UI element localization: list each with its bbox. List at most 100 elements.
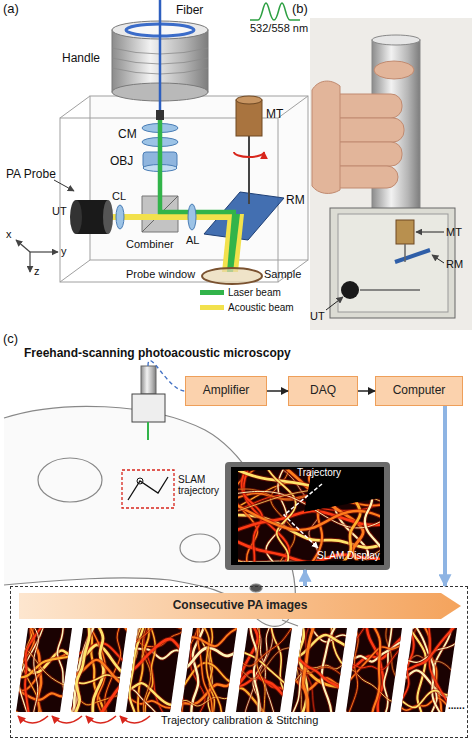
- vessel-glow: [74, 623, 95, 730]
- part-label: RM: [446, 258, 463, 270]
- vessel: [372, 623, 381, 730]
- leader-line: [432, 255, 444, 263]
- vessel: [121, 639, 192, 671]
- vessel-glow: [176, 624, 247, 646]
- laser-beam: [160, 120, 236, 212]
- axis-label: x: [6, 228, 12, 240]
- probe-body-photo: [330, 208, 455, 318]
- vessel-glow: [57, 623, 73, 730]
- vessel: [129, 623, 144, 730]
- leader-line: [326, 232, 444, 310]
- vessel-glow: [121, 639, 192, 671]
- panel-label: (a): [3, 2, 19, 16]
- vessel: [231, 636, 302, 679]
- vessel: [341, 616, 412, 660]
- axis-arrows: [16, 240, 30, 252]
- vessel-glow: [303, 623, 317, 730]
- part-label: OBJ: [110, 155, 133, 168]
- stitched-image: [207, 461, 420, 587]
- vessel-glow: [372, 623, 381, 730]
- handheld-probe: [132, 394, 165, 422]
- part-label: MT: [266, 108, 283, 121]
- vessel-glow: [202, 623, 222, 730]
- band-arrow: Consecutive PA images: [19, 593, 461, 619]
- laser-beam: [227, 214, 240, 272]
- probe-body-photo: [330, 208, 455, 318]
- probe-window: [202, 268, 262, 284]
- motor: [248, 136, 250, 204]
- part-label: Probe window: [126, 268, 195, 280]
- band-text: Consecutive PA images: [173, 599, 308, 613]
- vessel: [328, 623, 349, 730]
- probe-box-wireframe: [60, 96, 308, 282]
- vessel-glow: [65, 623, 78, 730]
- dashed-group: Trajectory calibration & Stitching Consec…: [10, 586, 468, 738]
- part-label: MT: [446, 226, 462, 238]
- motor: [234, 96, 264, 204]
- pa-image: [0, 623, 82, 732]
- vessel: [286, 653, 357, 705]
- handheld-probe: [141, 366, 156, 394]
- vessel: [340, 623, 358, 730]
- vessel-glow: [74, 623, 89, 730]
- part-label: Fiber: [176, 4, 203, 17]
- vessel-glow: [231, 523, 419, 577]
- pa-image: [227, 606, 302, 732]
- vessel: [32, 623, 39, 730]
- fiber-line: [156, 0, 164, 120]
- node-text: SLAM Display: [317, 550, 380, 562]
- vessel: [176, 648, 247, 669]
- vessel-glow: [207, 461, 252, 586]
- vessel-glow: [286, 635, 357, 660]
- vessel: [231, 477, 419, 500]
- vessel: [231, 615, 302, 666]
- callout-label: SLAM trajectory: [178, 474, 230, 496]
- vessel-glow: [341, 645, 412, 669]
- vessel: [176, 663, 247, 697]
- axis-arrows: [30, 251, 58, 252]
- vessel: [231, 539, 419, 577]
- legend-text: Acoustic beam: [228, 302, 294, 313]
- leader-line: [54, 180, 74, 191]
- vessel: [366, 623, 383, 730]
- vessel-glow: [340, 623, 358, 730]
- flow-arrow: [267, 390, 288, 392]
- vessel-glow: [231, 482, 419, 511]
- panel-label: (b): [292, 2, 308, 16]
- signal-cable: [148, 361, 185, 391]
- probe-body-photo: [396, 220, 414, 244]
- ultrasound-transducer: [70, 200, 113, 234]
- handheld-probe: [132, 366, 165, 440]
- vessel: [11, 651, 82, 676]
- vessel: [231, 561, 419, 586]
- vessel: [119, 623, 139, 730]
- node-text: Trajectory calibration & Stitching: [161, 714, 318, 727]
- vessel-glow: [231, 636, 302, 679]
- legend-text: Laser beam: [228, 287, 281, 298]
- probe-body-photo: [360, 244, 420, 290]
- probe-body-photo: [341, 281, 359, 299]
- ultrasound-transducer: [103, 200, 113, 234]
- fiber-line: [156, 110, 164, 120]
- vessel-glow: [360, 461, 390, 586]
- acoustic-lens: [188, 204, 196, 230]
- pa-image: [388, 612, 468, 730]
- motor: [236, 100, 262, 136]
- acoustic-beam: [108, 214, 244, 272]
- vessel-glow: [231, 561, 419, 586]
- display-monitor: TrajectorySLAM Display: [225, 462, 390, 570]
- vessel: [341, 645, 412, 669]
- legend-entry: Laser beam: [200, 286, 281, 298]
- part-label: CL: [112, 190, 126, 202]
- legend-swatch: [200, 305, 224, 310]
- acoustic-lens: [116, 205, 124, 229]
- motor: [236, 96, 262, 104]
- part-label: PA Probe: [6, 168, 56, 181]
- slam-image: [207, 461, 420, 587]
- axis-label: y: [61, 245, 67, 257]
- vessel-glow: [32, 623, 39, 730]
- flow-arrow: [443, 406, 447, 586]
